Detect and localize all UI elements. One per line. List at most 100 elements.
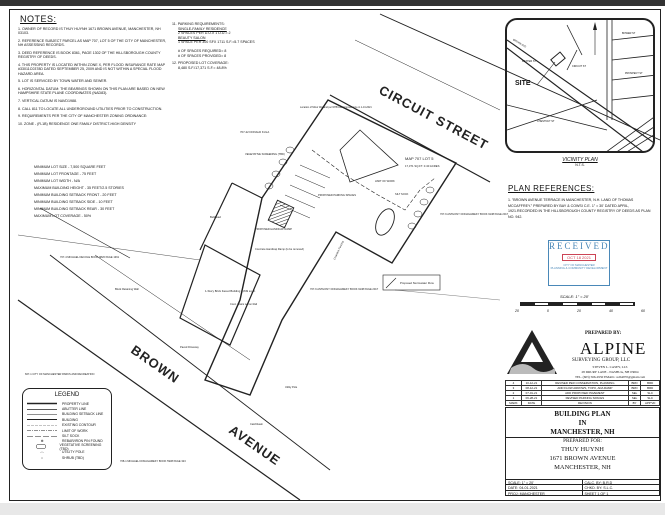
building-footprint <box>179 244 261 346</box>
vegetative-screening <box>264 146 435 230</box>
zoning-item: Minimum lot width - N/A <box>34 179 81 183</box>
circuit-street-line <box>379 13 661 141</box>
sheet-border <box>9 9 661 501</box>
notes-list: 1. Owner of record is Thuy Huynh 1671 Br… <box>18 27 168 129</box>
client-city: MANCHESTER, NH <box>554 464 611 471</box>
zoning-list: Minimum lot size - 7,500 square feet Min… <box>34 164 124 220</box>
parking-salon-req: 1 space per 300 SFX 1711 S.F.=5.7 spaces <box>178 40 255 45</box>
abutter-label: 707-22 DONALD KULA <box>240 130 269 134</box>
chainlink-label: Chainlink Fencing <box>332 240 345 261</box>
handicap-space <box>267 199 295 229</box>
parking-heading: 11. Parking requirements: <box>172 22 225 26</box>
note: 4. This property is located within Zone … <box>18 63 165 76</box>
brown-avenue-line <box>17 299 301 501</box>
legend-item: ○Shrub (TBD) <box>27 455 107 460</box>
zoning-item: Minimum building setback rear - 30 feet <box>34 207 115 211</box>
legend-item: Building setback line <box>27 412 104 417</box>
bulkhead-label: Bulkhead <box>210 215 221 219</box>
wetland-label: Location of Minor Wetland per NHB Land C… <box>300 106 372 109</box>
circuit-street-row <box>329 94 491 183</box>
zoning-item: Minimum lot frontage - 75 feet <box>34 172 97 176</box>
legend-item: Vegetative screening (TBD) <box>27 443 107 451</box>
note: 8. Call 811 to locate all underground ut… <box>18 106 163 111</box>
veg-screen-label: VEGETATIVE SCREENING (TBD) <box>245 152 285 156</box>
note: 1. Owner of record is Thuy Huynh 1671 Br… <box>18 27 161 36</box>
brown-avenue-label-1: BROWN <box>128 342 182 386</box>
firm-name: ALPINE <box>580 339 647 358</box>
street-label: PROSPECT ST <box>625 72 643 75</box>
brown-avenue-edge <box>49 254 331 471</box>
utility-pole-icon: -◦- <box>40 450 44 455</box>
iron-pin-icon: ⊕ <box>40 439 44 444</box>
limit-of-work-label: LIMIT OF WORK <box>375 179 395 183</box>
ramp-label: PROPOSED HANDICAP RAMP <box>255 227 292 231</box>
zoning-item: Maximum lot coverage - 50% <box>34 214 92 218</box>
abutter-label: 667-1 CITY OF MANCHESTER PARKS AND RECRE… <box>25 372 94 376</box>
note: 6. Horizontal datum: the bearings shown … <box>18 87 165 96</box>
street-label: CIRCUIT ST <box>572 65 586 68</box>
prepared-for: PREPARED FOR: <box>563 438 602 444</box>
concrete-ramp-label: Concrete Handicap Ramp (to be removed) <box>255 247 304 251</box>
parking-required: # of spaces required= 8 <box>178 48 227 53</box>
note: 5. Lot is serviced by town water and sew… <box>18 79 108 84</box>
title-block: BUILDING PLAN IN MANCHESTER, NH PREPARED… <box>505 407 660 496</box>
note: 2. Reference subject parcel as Map 707, … <box>18 39 167 48</box>
stormwater-legend-box <box>382 274 441 291</box>
legend-item: Limit of work <box>27 428 88 433</box>
zoning-item: Maximum building height - 35 feet/2.5 st… <box>34 186 124 190</box>
building-label: 1-Story Brick Faced Building 3,849 sq. f… <box>205 289 256 293</box>
abutter-label: 708-1 MICHAEL DONAGHMEKY BOOK 5938 PAGE … <box>120 459 186 463</box>
stairs-label: Conc. Stairs w/Iron Rail <box>230 302 258 306</box>
abutter-label: 707-4 MICHAEL DECOLE BOOK 9820 PAGE 1361 <box>60 255 120 259</box>
limit-of-work <box>311 149 436 211</box>
firm-sub: SURVEYING GROUP, LLC <box>572 358 631 363</box>
north-arrow-icon <box>593 22 597 30</box>
coverage-value: 8,480 S.F./17,371 S.F.= 48.8% <box>178 65 227 70</box>
zoning-item: Minimum building setback side - 10 feet <box>34 200 113 204</box>
parking-spaces-label: PROPOSED PARKING SPACES <box>318 193 356 197</box>
title-block-info: SCALE: 1" = 20'CALC. BY: B.R.D DATE: 04-… <box>506 478 659 496</box>
street-label: DEXTER ST <box>522 60 537 63</box>
zoning-item: Minimum building setback front - 20 feet <box>34 193 117 197</box>
utility-pole-label: Utility Pole <box>285 385 298 389</box>
zoning-item: Minimum lot size - 7,500 square feet <box>34 165 106 169</box>
vicinity-nts: N.T.S. <box>575 163 585 167</box>
client-address: 1671 BROWN AVENUE <box>549 455 616 462</box>
silt-sock-label: SILT SOCK <box>395 192 409 196</box>
circuit-street-label: CIRCUIT STREET <box>377 82 491 152</box>
legend-title: LEGEND <box>54 392 80 398</box>
street-label: BOWER ST <box>622 32 636 35</box>
driveway-label: Paved Driveway <box>180 345 199 349</box>
received-stamp: RECEIVED OCT 18 2021 CITY OF MANCHESTER … <box>548 240 610 286</box>
scan-edge <box>0 0 665 6</box>
abutter-label: 707-6 ANTHONY DONAGHMEKY BOOK 9138 PAGE … <box>440 212 509 216</box>
shrub-icon: ○ <box>40 455 44 460</box>
stormwater-label: Proposed Stormwater Flow <box>400 281 435 285</box>
site-label: SITE <box>515 80 531 87</box>
site-marker <box>550 51 566 67</box>
lot-label: MAP 707 LOT 5 <box>405 156 434 161</box>
lot-area: 17,371 SQ.FT. 0.40 ACRES <box>405 164 440 168</box>
legend-item: -◦-Utility pole <box>27 450 107 455</box>
lot-boundary <box>204 99 458 396</box>
note: 9. Requirements per the City of Manchest… <box>18 114 148 119</box>
vicinity-title: VICINITY PLAN <box>562 157 598 163</box>
scan-edge-bottom <box>0 503 665 515</box>
parking-notes: 11. Parking requirements: Single-family … <box>172 22 292 70</box>
wetland-area <box>339 129 399 183</box>
parking-sfr: Single-family residence <box>178 26 227 31</box>
legend-item: Silt sock <box>27 434 80 439</box>
legend-item: Existing contour <box>27 423 96 428</box>
parking-sfr-req: 2 spaces per D.U.X 1 D.U.= 2 <box>178 31 231 36</box>
brown-avenue-label-2: AVENUE <box>226 422 283 468</box>
alpine-logo-icon <box>507 330 557 374</box>
notes-title: NOTES: <box>20 14 57 24</box>
prepared-by: PREPARED BY: <box>585 331 622 336</box>
